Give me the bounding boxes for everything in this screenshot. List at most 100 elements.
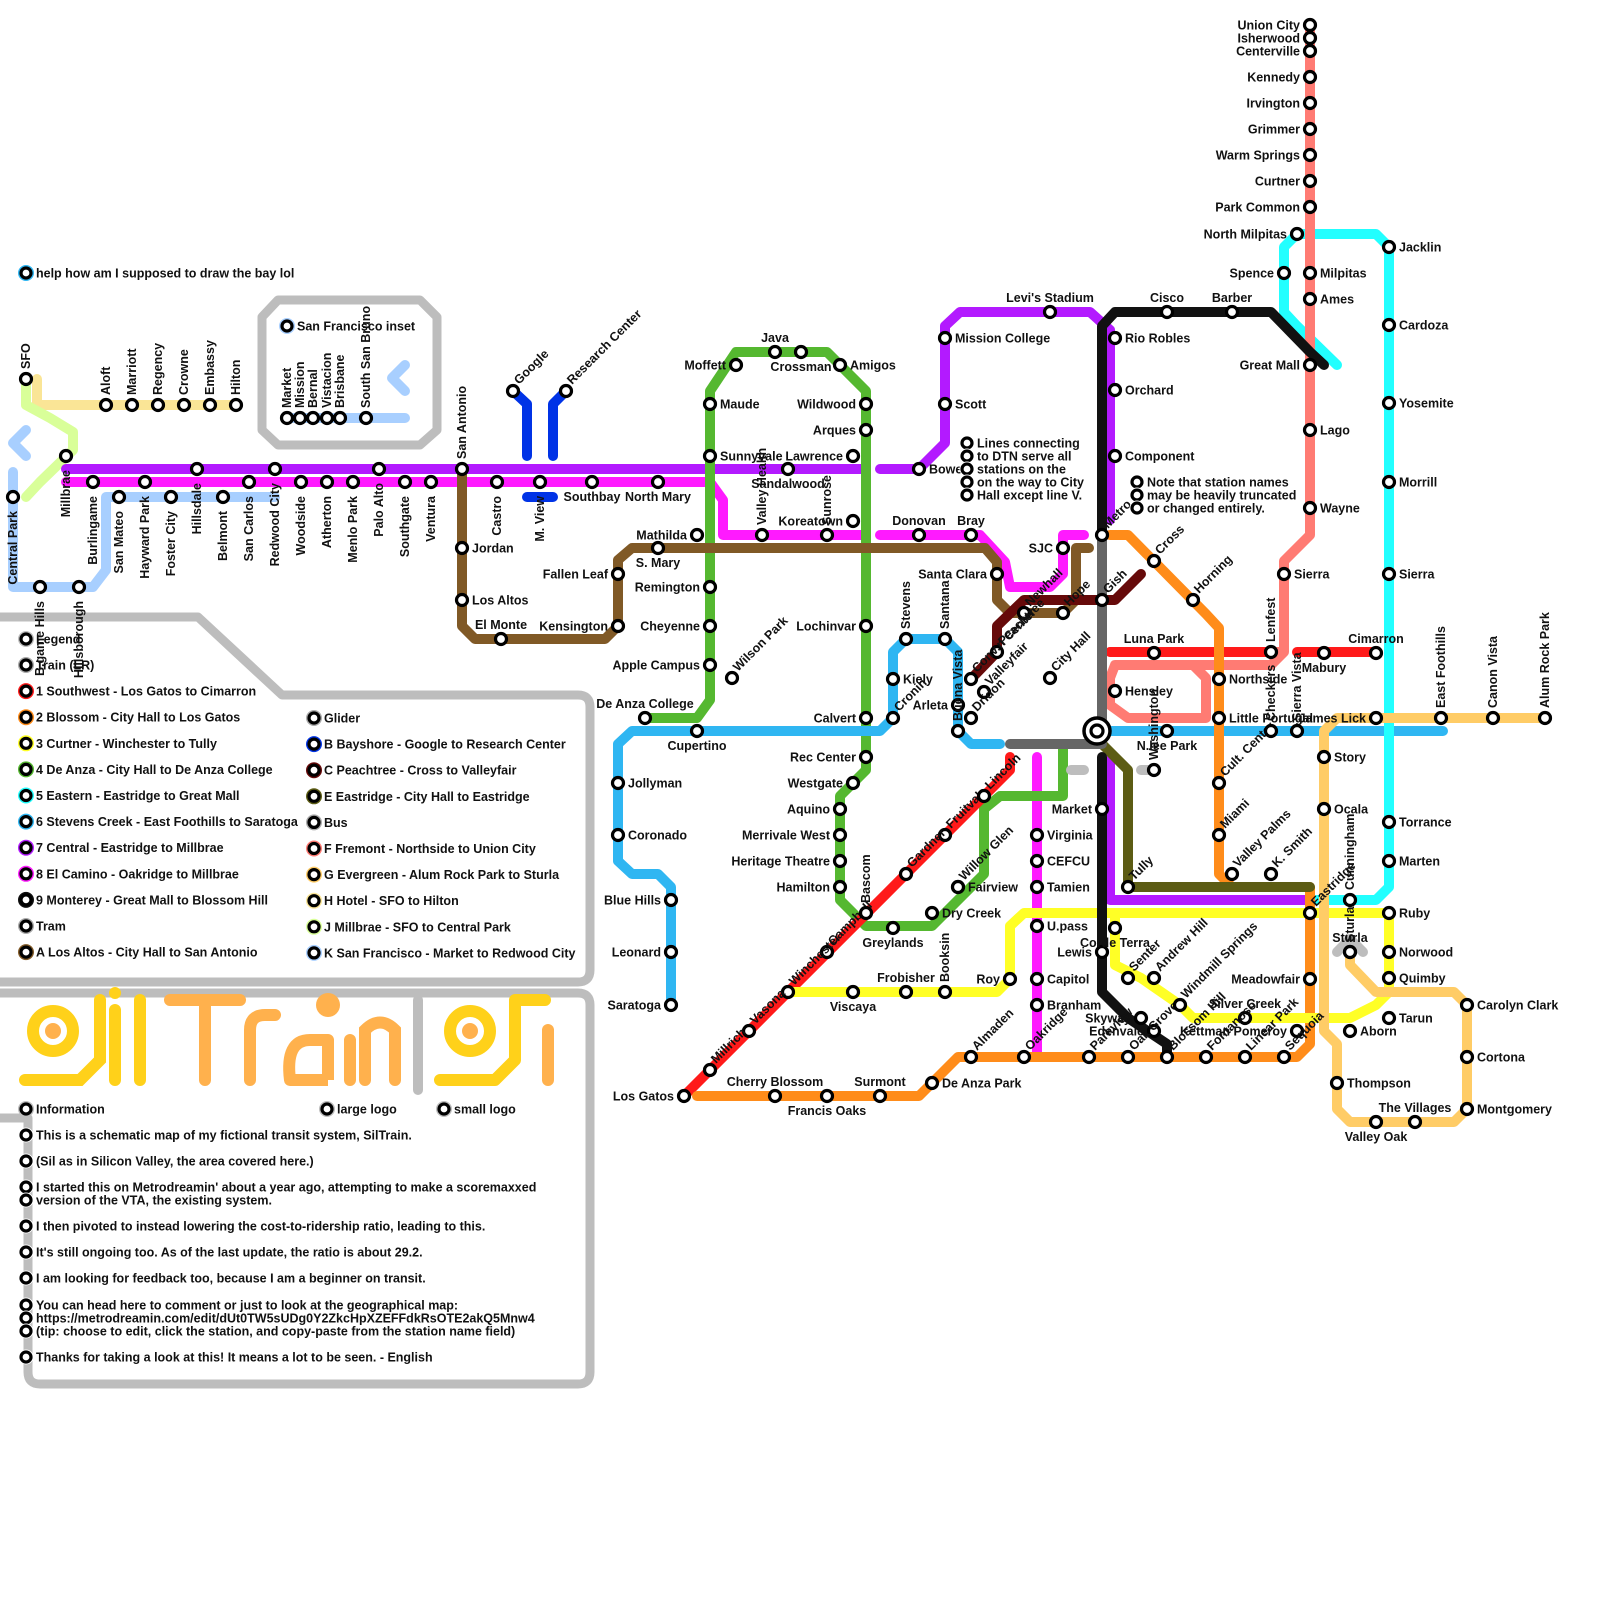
station-buena-vista[interactable]: Buena Vista bbox=[950, 649, 966, 739]
station-lawrence[interactable]: Lawrence bbox=[785, 448, 861, 464]
station-u-pass[interactable]: U.pass bbox=[1029, 918, 1089, 934]
station-mission[interactable]: Mission bbox=[292, 361, 308, 426]
station-luna-park[interactable]: Luna Park bbox=[1124, 632, 1184, 661]
station-woodside[interactable]: Woodside bbox=[293, 474, 309, 556]
station-coronado[interactable]: Coronado bbox=[610, 827, 688, 843]
station-cheyenne[interactable]: Cheyenne bbox=[640, 618, 718, 634]
station-washington[interactable]: Washington bbox=[1146, 689, 1162, 778]
station-mabury[interactable]: Mabury bbox=[1302, 645, 1347, 676]
station-de-anza-college[interactable]: De Anza College bbox=[596, 697, 694, 726]
station-s-mary[interactable]: S. Mary bbox=[636, 540, 681, 571]
station-moffett[interactable]: Moffett bbox=[684, 357, 744, 373]
station-roy[interactable]: Roy bbox=[976, 971, 1018, 987]
station-hillsdale[interactable]: Hillsdale bbox=[189, 461, 205, 535]
station-ocala[interactable]: Ocala bbox=[1316, 801, 1370, 817]
station-curtner[interactable]: Curtner bbox=[1255, 173, 1318, 189]
station-b-game-hills[interactable]: B.game Hills bbox=[32, 579, 48, 677]
station-jacklin[interactable]: Jacklin bbox=[1381, 239, 1442, 255]
station-maude[interactable]: Maude bbox=[702, 396, 760, 412]
station-aloft[interactable]: Aloft bbox=[98, 366, 114, 413]
station-lago[interactable]: Lago bbox=[1302, 422, 1351, 438]
station-ruby[interactable]: Ruby bbox=[1381, 905, 1431, 921]
station-cupertino[interactable]: Cupertino bbox=[667, 723, 727, 754]
station-hillsborough[interactable]: Hillsborough bbox=[71, 579, 87, 679]
station-cardoza[interactable]: Cardoza bbox=[1381, 317, 1450, 333]
station-market[interactable]: Market bbox=[279, 367, 295, 426]
station-rio-robles[interactable]: Rio Robles bbox=[1107, 330, 1191, 346]
station-spence[interactable]: Spence bbox=[1230, 265, 1292, 281]
station-branham[interactable]: Branham bbox=[1029, 997, 1102, 1013]
station-cimarron[interactable]: Cimarron bbox=[1348, 632, 1404, 661]
station-warm-springs[interactable]: Warm Springs bbox=[1216, 147, 1318, 163]
station-wildwood[interactable]: Wildwood bbox=[797, 396, 874, 412]
station-jordan[interactable]: Jordan bbox=[454, 540, 514, 556]
station-yosemite[interactable]: Yosemite bbox=[1381, 395, 1454, 411]
station-irvington[interactable]: Irvington bbox=[1247, 95, 1318, 111]
station-scott[interactable]: Scott bbox=[937, 396, 988, 412]
station-bascom[interactable]: Bascom bbox=[858, 854, 874, 921]
station-cherry-blossom[interactable]: Cherry Blossom bbox=[727, 1075, 824, 1104]
station-alum-rock-park[interactable]: Alum Rock Park bbox=[1537, 612, 1553, 726]
station-barber[interactable]: Barber bbox=[1212, 291, 1252, 320]
station-cunningham[interactable]: Cunningham bbox=[1342, 814, 1358, 908]
station-fallen-leaf[interactable]: Fallen Leaf bbox=[543, 566, 626, 582]
station-merrivale-west[interactable]: Merrivale West bbox=[742, 827, 848, 843]
station-southbay[interactable]: Southbay bbox=[564, 474, 621, 505]
station-orchard[interactable]: Orchard bbox=[1107, 382, 1174, 398]
station-component[interactable]: Component bbox=[1107, 448, 1196, 464]
station-mathilda[interactable]: Mathilda bbox=[636, 527, 705, 543]
station-milpitas[interactable]: Milpitas bbox=[1302, 265, 1367, 281]
station-blue-hills[interactable]: Blue Hills bbox=[604, 892, 679, 908]
station-sjc[interactable]: SJC bbox=[1029, 540, 1071, 556]
station-san-antonio[interactable]: San Antonio bbox=[454, 385, 470, 477]
station-market[interactable]: Market bbox=[1052, 801, 1110, 817]
station-marriott[interactable]: Marriott bbox=[124, 348, 140, 413]
station-jollyman[interactable]: Jollyman bbox=[610, 775, 683, 791]
station-menlo-park[interactable]: Menlo Park bbox=[345, 474, 361, 563]
station-grimmer[interactable]: Grimmer bbox=[1248, 121, 1318, 137]
station-great-mall[interactable]: Great Mall bbox=[1240, 357, 1318, 373]
station-booksin[interactable]: Booksin bbox=[937, 933, 953, 1000]
station-aborn[interactable]: Aborn bbox=[1342, 1023, 1397, 1039]
station-frobisher[interactable]: Frobisher bbox=[877, 971, 935, 1000]
station-the-villages[interactable]: The Villages bbox=[1379, 1101, 1452, 1130]
station-hamilton[interactable]: Hamilton bbox=[777, 879, 848, 895]
station-vistacion[interactable]: Vistacion bbox=[319, 353, 335, 426]
station-thompson[interactable]: Thompson bbox=[1329, 1075, 1411, 1091]
station-montgomery[interactable]: Montgomery bbox=[1459, 1101, 1553, 1117]
station-skyway[interactable]: Skyway bbox=[1085, 1010, 1149, 1026]
station-edenvale[interactable]: Edenvale bbox=[1089, 1023, 1162, 1039]
station-meadowfair[interactable]: Meadowfair bbox=[1231, 971, 1318, 987]
station-amigos[interactable]: Amigos bbox=[832, 357, 896, 373]
station-castro[interactable]: Castro bbox=[489, 474, 505, 536]
station-cortona[interactable]: Cortona bbox=[1459, 1049, 1526, 1065]
station-james-lick[interactable]: James Lick bbox=[1299, 710, 1384, 726]
station-north-milpitas[interactable]: North Milpitas bbox=[1204, 226, 1305, 242]
station-regency[interactable]: Regency bbox=[150, 343, 166, 413]
station-san-mateo[interactable]: San Mateo bbox=[111, 489, 127, 574]
station-sierra[interactable]: Sierra bbox=[1381, 566, 1436, 582]
station-wayne[interactable]: Wayne bbox=[1302, 500, 1360, 516]
station-los-altos[interactable]: Los Altos bbox=[454, 592, 529, 608]
station-atherton[interactable]: Atherton bbox=[319, 474, 335, 549]
station-los-gatos[interactable]: Los Gatos bbox=[613, 1088, 692, 1104]
station-virginia[interactable]: Virginia bbox=[1029, 827, 1094, 843]
station-hensley[interactable]: Hensley bbox=[1107, 683, 1173, 699]
station-silver-creek[interactable]: Silver Creek bbox=[1209, 997, 1281, 1026]
station-centerville[interactable]: Centerville bbox=[1236, 43, 1318, 59]
station-sierra-vista[interactable]: Sierra Vista bbox=[1289, 651, 1305, 739]
station-sunnyvale[interactable]: Sunnyvale bbox=[702, 448, 783, 464]
station-koreatown[interactable]: Koreatown bbox=[778, 513, 861, 529]
station-santana[interactable]: Santana bbox=[937, 579, 953, 647]
station-bernal[interactable]: Bernal bbox=[305, 369, 321, 426]
station-dry-creek[interactable]: Dry Creek bbox=[924, 905, 1002, 921]
station-de-anza-park[interactable]: De Anza Park bbox=[924, 1075, 1022, 1091]
station-redwood-city[interactable]: Redwood City bbox=[267, 461, 283, 567]
station-remington[interactable]: Remington bbox=[635, 579, 718, 595]
station-sfo[interactable]: SFO bbox=[18, 343, 34, 387]
station-bray[interactable]: Bray bbox=[957, 514, 985, 543]
station-surmont[interactable]: Surmont bbox=[854, 1075, 907, 1104]
station-canon-vista[interactable]: Canon Vista bbox=[1485, 635, 1501, 726]
station-valley-oak[interactable]: Valley Oak bbox=[1345, 1114, 1408, 1145]
station-northside[interactable]: Northside bbox=[1211, 671, 1288, 687]
